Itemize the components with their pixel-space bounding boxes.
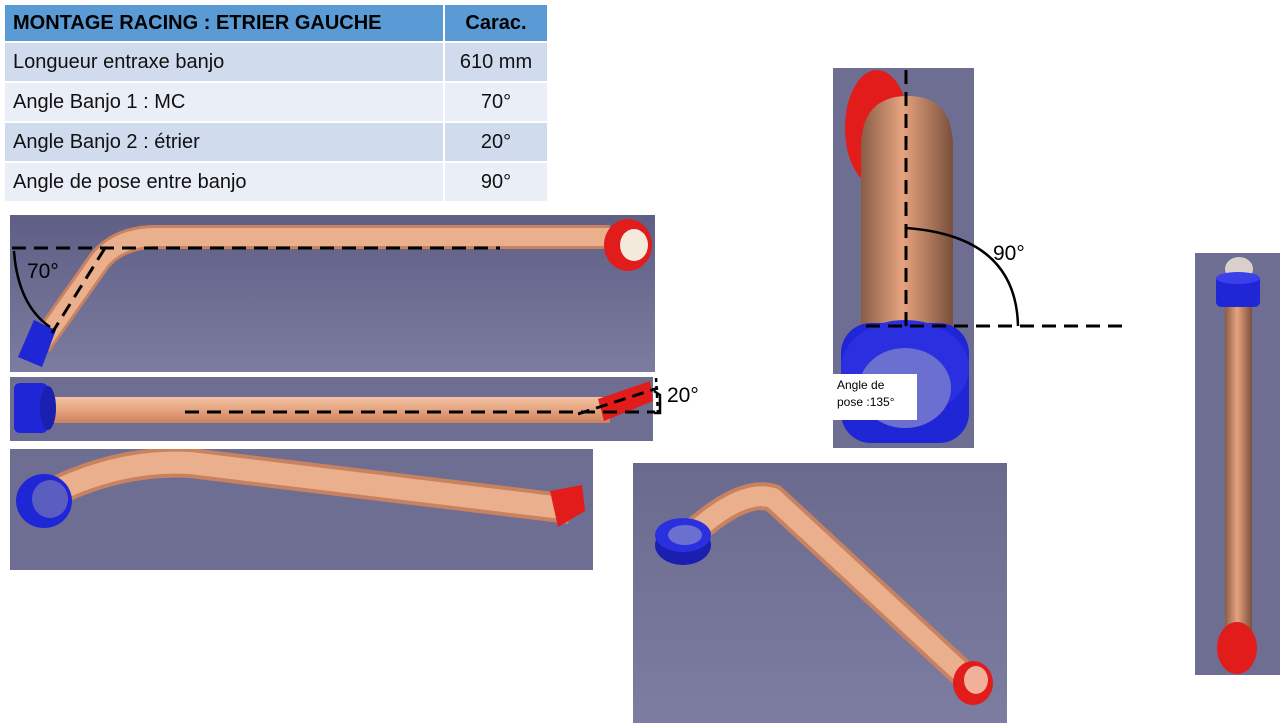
- angle-70-label: 70°: [27, 260, 59, 283]
- pose-angle-note: Angle de pose :135°: [833, 374, 917, 420]
- view-perspective-1: [10, 449, 593, 570]
- view-side-20: [10, 377, 653, 441]
- pose-note-line-2: pose :135°: [837, 395, 895, 409]
- table-header-title: MONTAGE RACING : ETRIER GAUCHE: [3, 3, 445, 43]
- table-header-row: MONTAGE RACING : ETRIER GAUCHE Carac.: [3, 3, 549, 43]
- side-centerline: [185, 410, 655, 414]
- spec-table: MONTAGE RACING : ETRIER GAUCHE Carac. Lo…: [3, 3, 549, 203]
- table-row: Longueur entraxe banjo 610 mm: [3, 41, 549, 83]
- red-banjo: [604, 219, 652, 271]
- table-row: Angle Banjo 1 : MC 70°: [3, 81, 549, 123]
- table-row: Angle de pose entre banjo 90°: [3, 161, 549, 203]
- view-perspective-2: [633, 463, 1007, 723]
- blue-banjo: [18, 320, 56, 367]
- row-value: 20°: [443, 121, 549, 163]
- row-value: 70°: [443, 81, 549, 123]
- red-banjo: [1217, 622, 1257, 674]
- table-header-value: Carac.: [443, 3, 549, 43]
- row-value: 90°: [443, 161, 549, 203]
- blue-banjo: [1216, 272, 1260, 307]
- angle-90-marks: [866, 70, 1130, 328]
- pose-note-line-1: Angle de: [837, 378, 885, 392]
- table-row: Angle Banjo 2 : étrier 20°: [3, 121, 549, 163]
- angle-20-marks: [578, 377, 662, 416]
- red-banjo: [550, 485, 585, 527]
- angle-90-label: 90°: [993, 242, 1025, 265]
- view-top-bend-70: [10, 215, 655, 372]
- row-label: Angle Banjo 1 : MC: [3, 81, 445, 123]
- blue-banjo: [14, 383, 56, 433]
- row-value: 610 mm: [443, 41, 549, 83]
- row-label: Longueur entraxe banjo: [3, 41, 445, 83]
- row-label: Angle de pose entre banjo: [3, 161, 445, 203]
- row-label: Angle Banjo 2 : étrier: [3, 121, 445, 163]
- blue-banjo: [16, 474, 72, 528]
- view-side-vertical: [1195, 253, 1280, 675]
- angle-20-label: 20°: [667, 384, 699, 407]
- red-banjo: [953, 661, 993, 705]
- blue-banjo: [655, 518, 711, 565]
